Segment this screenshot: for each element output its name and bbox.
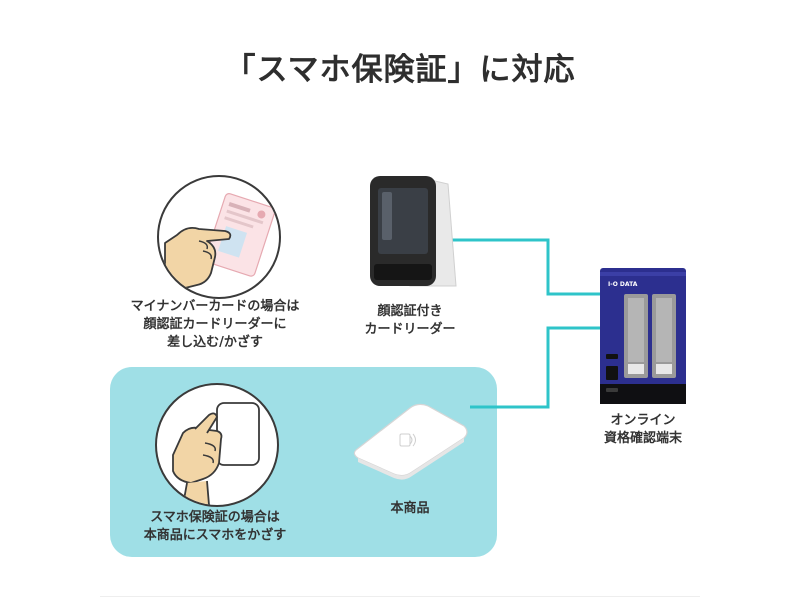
mynumber-caption-line: 顔認証カードリーダーに: [143, 317, 287, 332]
connector-line-product: [470, 326, 600, 409]
mynumber-card-illustration: [157, 175, 281, 299]
online-terminal-icon: I-O DATA: [600, 268, 686, 404]
page-title: 「スマホ保険証」に対応: [224, 52, 576, 88]
hand-with-card-icon: [164, 193, 276, 290]
mynumber-caption-line: マイナンバーカードの場合は: [130, 299, 300, 314]
face-reader-caption-line: 顔認証付き: [377, 304, 443, 319]
smartphone-illustration: [155, 383, 279, 507]
face-reader-caption: 顔認証付き カードリーダー: [350, 303, 470, 339]
smartphone-caption-line: 本商品にスマホをかざす: [143, 528, 287, 543]
hand-with-smartphone-icon: [172, 402, 260, 505]
touch-mark-icon: [399, 433, 416, 447]
contactless-reader-icon: [353, 403, 468, 480]
terminal-caption-line: 資格確認端末: [603, 431, 682, 446]
connector-line-face-reader: [452, 238, 600, 296]
smartphone-caption-line: スマホ保険証の場合は: [150, 510, 280, 525]
product-caption: 本商品: [390, 501, 430, 516]
terminal-caption-line: オンライン: [610, 413, 676, 428]
face-reader-caption-line: カードリーダー: [364, 322, 456, 337]
mynumber-caption-line: 差し込む/かざす: [167, 335, 263, 350]
face-recognition-reader-icon: [370, 176, 457, 287]
smartphone-caption: スマホ保険証の場合は 本商品にスマホをかざす: [110, 509, 320, 545]
mynumber-caption: マイナンバーカードの場合は 顔認証カードリーダーに 差し込む/かざす: [110, 298, 320, 352]
bottom-divider: [100, 596, 700, 597]
terminal-caption: オンライン 資格確認端末: [580, 412, 706, 448]
terminal-logo: I-O DATA: [608, 281, 638, 288]
